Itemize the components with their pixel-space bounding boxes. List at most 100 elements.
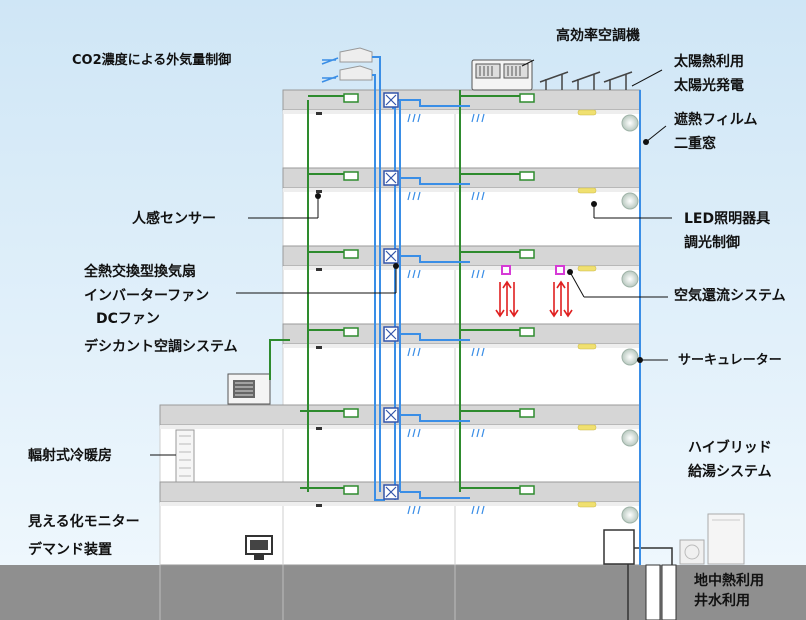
label-radiant: 輻射式冷暖房 (28, 447, 112, 464)
ground (0, 565, 806, 620)
air-outlet-icon (407, 505, 411, 515)
desiccant-unit-icon (227, 339, 290, 405)
floor-equipment (300, 92, 639, 524)
air-outlet-icon (476, 347, 480, 357)
air-outlet-icon (417, 191, 421, 201)
air-outlet-icon (476, 269, 480, 279)
air-outlet-icon (481, 505, 485, 515)
blue-duct-branch (400, 255, 470, 263)
blue-duct-branch (400, 177, 470, 185)
air-outlet-icon (471, 269, 475, 279)
green-pipes (307, 90, 461, 492)
air-outlet-icon (412, 505, 416, 515)
water-heater-icon (603, 513, 745, 620)
air-outlet-icon (412, 191, 416, 201)
circulator-fan-icon (621, 506, 639, 524)
label-well-water: 井水利用 (694, 592, 750, 609)
air-outlet-icon (412, 347, 416, 357)
circulator-fan-icon (621, 270, 639, 288)
air-outlet-icon (481, 113, 485, 123)
label-circulator: サーキュレーター (678, 353, 782, 368)
ventilator-x (385, 328, 397, 340)
air-outlet-icon (417, 428, 421, 438)
label-led: LED照明器具 (684, 211, 770, 227)
indoor-unit-icon (519, 93, 535, 103)
indoor-unit-icon (343, 93, 359, 103)
label-double-window: 二重窓 (674, 135, 716, 152)
label-monitor: 見える化モニター (27, 513, 140, 530)
air-outlet-icon (417, 505, 421, 515)
label-hvac: 高効率空調機 (556, 27, 640, 44)
ventilator-x (385, 172, 397, 184)
sensor-icon (316, 190, 322, 193)
label-solar-heat: 太陽熱利用 (674, 53, 744, 70)
outdoor-unit-icon (471, 59, 533, 91)
label-erv: 全熱交換型換気扇 (83, 263, 196, 280)
air-outlet-icon (476, 113, 480, 123)
circulator-fan-icon (621, 429, 639, 447)
led-light-icon (577, 501, 597, 508)
air-outlet-icon (407, 428, 411, 438)
led-light-icon (577, 424, 597, 431)
air-outlet-icon (481, 191, 485, 201)
sensor-icon (316, 112, 322, 115)
label-desiccant: デシカント空調システム (84, 338, 238, 355)
air-outlet-icon (407, 191, 411, 201)
air-outlet-icon (481, 428, 485, 438)
label-demand: デマンド装置 (28, 541, 112, 558)
circulator-fan-icon (621, 114, 639, 132)
ventilator-x (385, 409, 397, 421)
label-dc-fan: DCファン (96, 311, 160, 327)
air-outlet-icon (407, 113, 411, 123)
indoor-unit-icon (519, 327, 535, 337)
indoor-unit-icon (343, 171, 359, 181)
ventilator-x (385, 250, 397, 262)
indoor-unit-icon (343, 485, 359, 495)
indoor-unit-icon (343, 249, 359, 259)
air-outlet-icon (412, 269, 416, 279)
air-outlet-icon (471, 113, 475, 123)
outdoor-air-intake-icon (321, 47, 373, 83)
sensor-icon (316, 268, 322, 271)
led-light-icon (577, 187, 597, 194)
solar-panel-icon (539, 71, 633, 90)
air-outlet-icon (412, 113, 416, 123)
ventilator-x (385, 486, 397, 498)
ventilator-x (385, 94, 397, 106)
air-outlet-icon (471, 505, 475, 515)
radiant-panel-icon (175, 429, 195, 483)
label-geothermal: 地中熱利用 (694, 572, 764, 589)
air-outlet-icon (412, 428, 416, 438)
air-outlet-icon (417, 113, 421, 123)
led-light-icon (577, 265, 597, 272)
blue-duct-branch (400, 99, 470, 107)
air-outlet-icon (476, 505, 480, 515)
sensor-icon (316, 346, 322, 349)
sensor-icon (316, 427, 322, 430)
circulator-fan-icon (621, 348, 639, 366)
indoor-unit-icon (343, 327, 359, 337)
indoor-unit-icon (519, 408, 535, 418)
air-outlet-icon (407, 269, 411, 279)
air-outlet-icon (407, 347, 411, 357)
blue-duct-branch (400, 414, 470, 422)
sensor-icon (316, 504, 322, 507)
air-outlet-icon (417, 269, 421, 279)
air-outlet-icon (481, 269, 485, 279)
indoor-unit-icon (343, 408, 359, 418)
blue-duct-branch (400, 333, 470, 341)
label-hybrid: ハイブリッド (688, 439, 772, 456)
air-outlet-icon (471, 191, 475, 201)
air-outlet-icon (476, 191, 480, 201)
blue-duct-branch (400, 491, 470, 499)
monitor-icon (245, 535, 273, 560)
return-air-arrows (495, 265, 573, 318)
circulator-fan-icon (621, 192, 639, 210)
indoor-unit-icon (519, 249, 535, 259)
led-light-icon (577, 109, 597, 116)
label-return-air: 空気還流システム (674, 287, 786, 304)
air-outlet-icon (476, 428, 480, 438)
indoor-unit-icon (519, 171, 535, 181)
label-motion-sensor: 人感センサー (132, 210, 216, 227)
